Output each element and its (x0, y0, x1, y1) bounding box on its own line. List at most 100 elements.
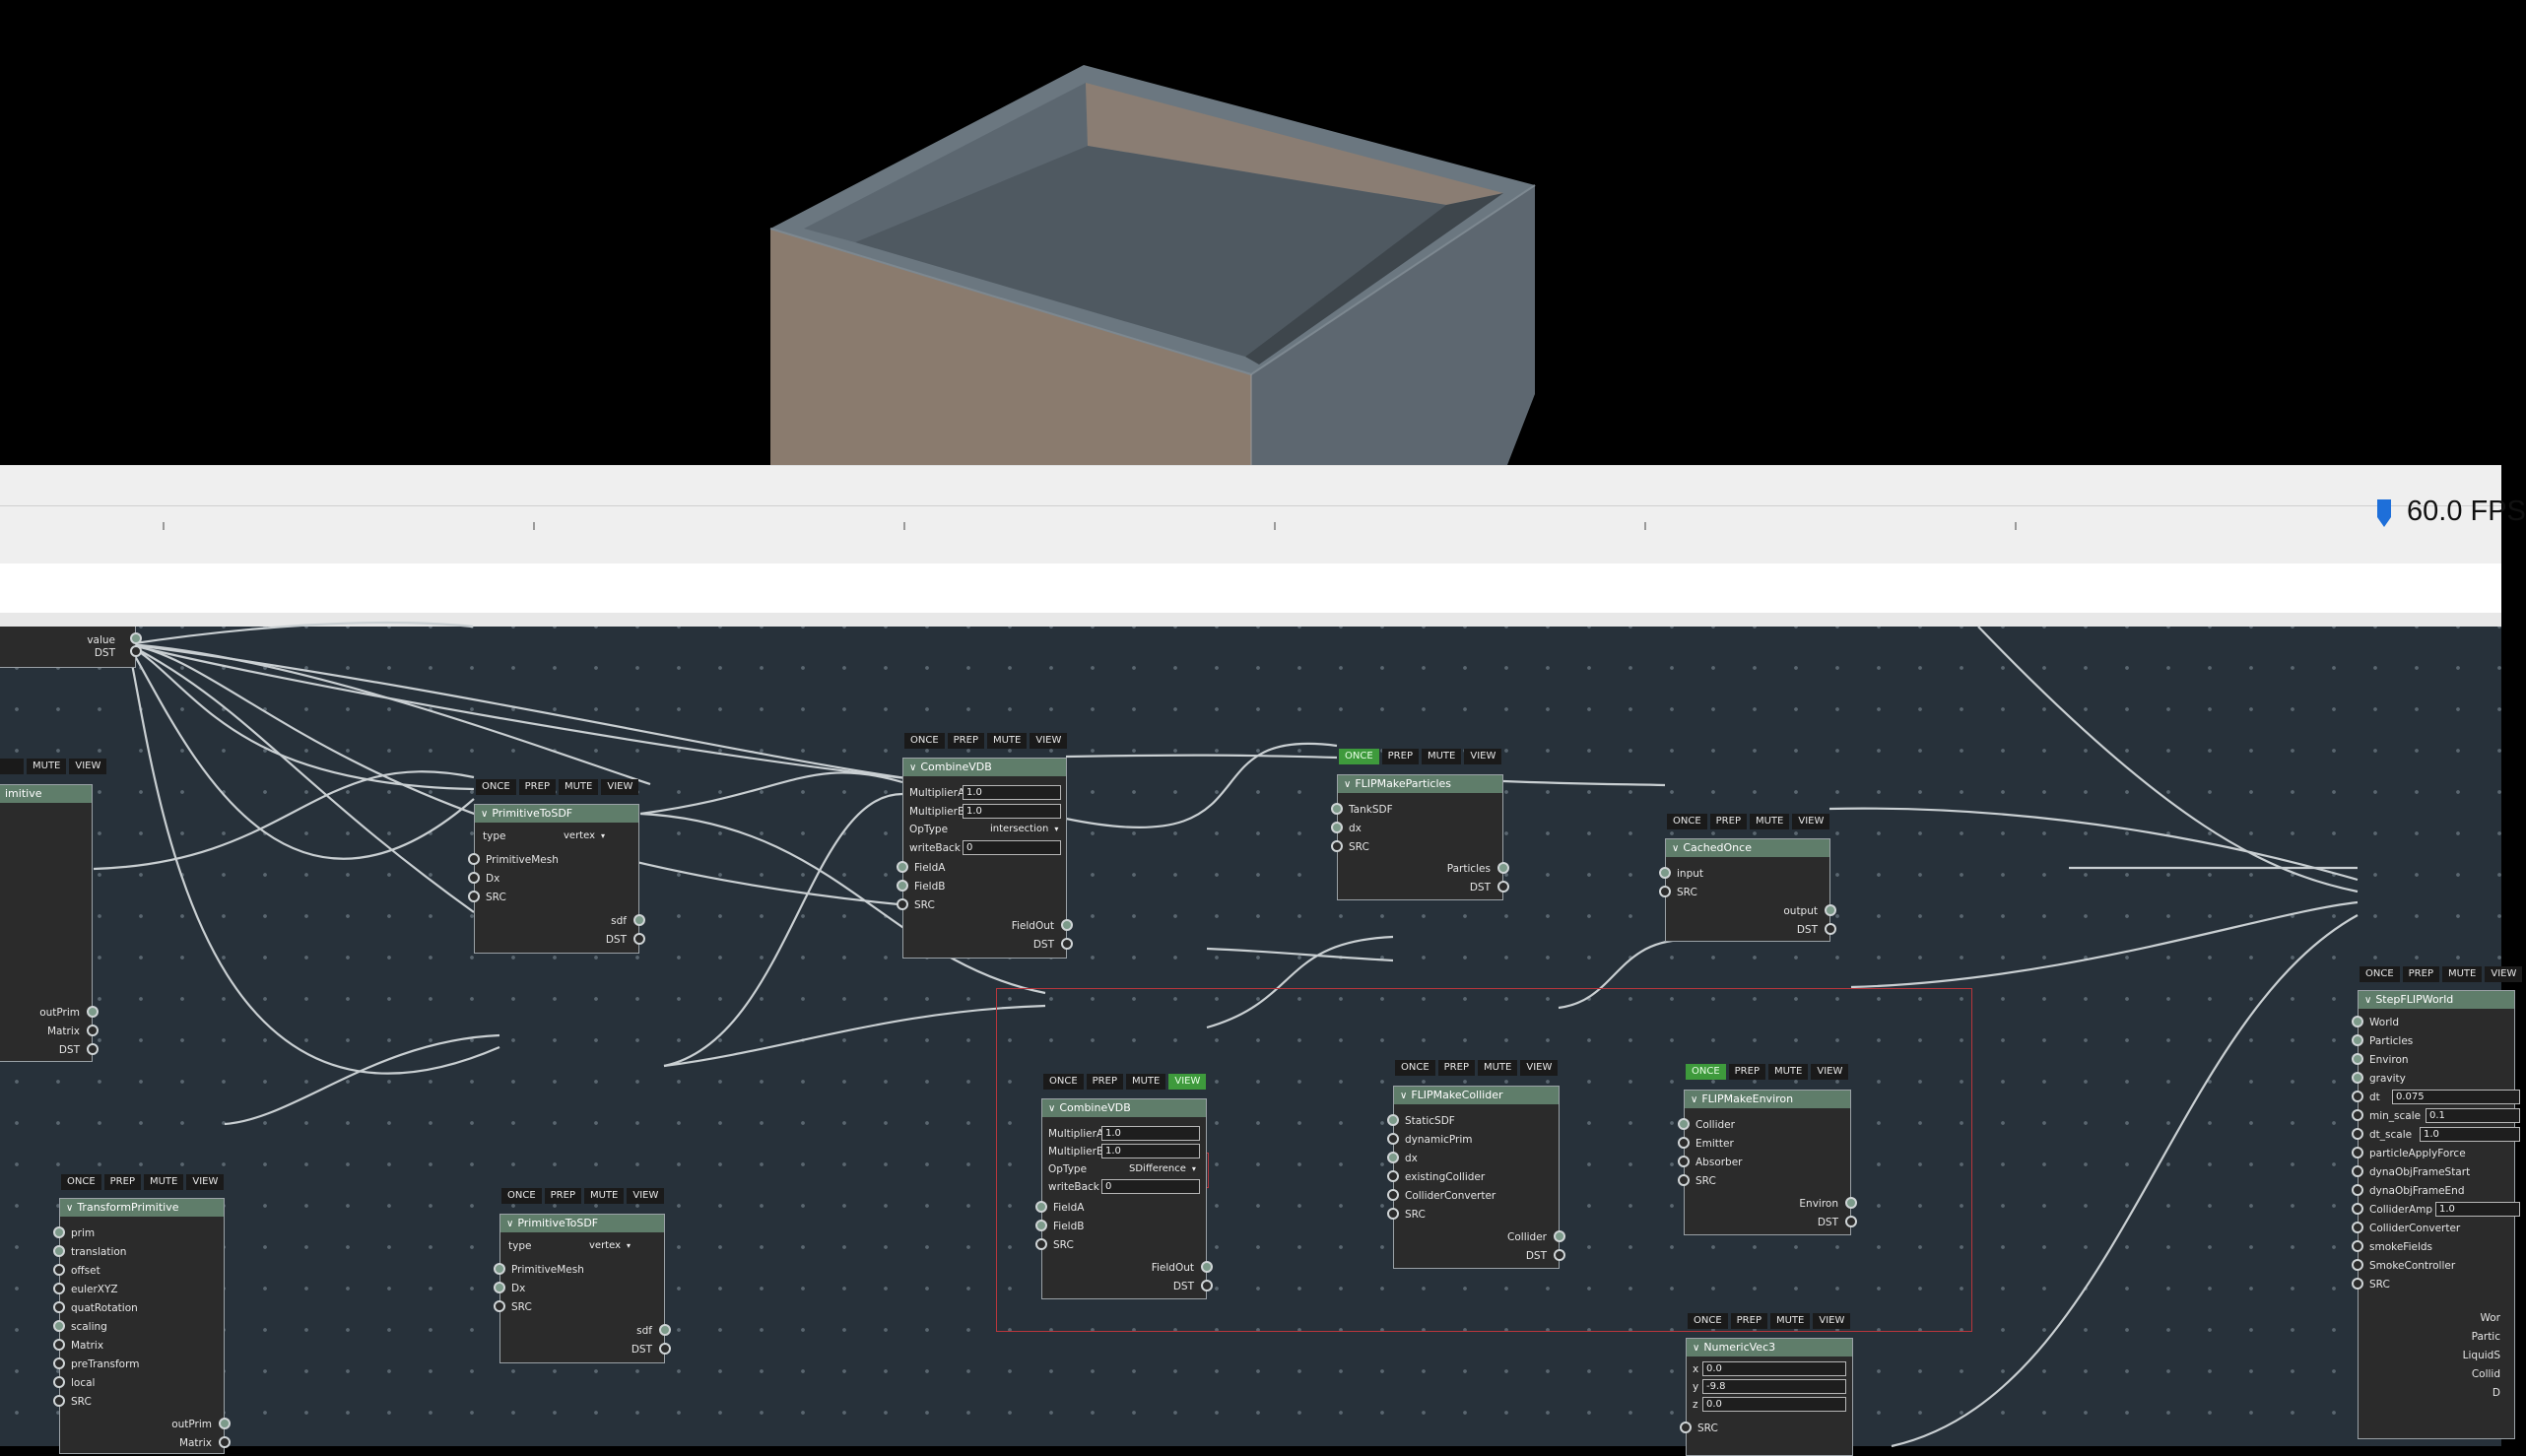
input-socket-src[interactable] (2352, 1278, 2363, 1290)
once-button[interactable]: ONCE (1043, 1074, 1084, 1090)
view-button[interactable]: VIEW (186, 1174, 225, 1190)
view-button[interactable]: VIEW (1520, 1060, 1559, 1076)
node-make-value[interactable]: value DST (0, 627, 142, 668)
input-socket-offset[interactable] (53, 1264, 65, 1276)
collapse-chevron-icon[interactable]: ∨ (909, 762, 917, 773)
once-button[interactable]: ONCE (1395, 1060, 1435, 1076)
dt-scale-input[interactable]: 1.0 (2420, 1127, 2520, 1142)
input-socket-eulerxyz[interactable] (53, 1283, 65, 1294)
input-socket-src[interactable] (53, 1395, 65, 1407)
once-button[interactable]: ONCE (1339, 749, 1379, 764)
view-button[interactable]: VIEW (1792, 814, 1830, 829)
node-primitive-to-sdf-1[interactable]: ∨PrimitiveToSDF type vertex▾ PrimitiveMe… (468, 804, 645, 954)
node-transform-primitive[interactable]: ∨TransformPrimitive prim translation off… (53, 1198, 231, 1454)
input-socket-field-b[interactable] (897, 880, 908, 892)
input-socket-src[interactable] (1387, 1208, 1399, 1220)
input-socket-scaling[interactable] (53, 1320, 65, 1332)
output-socket-fieldout[interactable] (1061, 919, 1073, 931)
input-socket-src[interactable] (1331, 840, 1343, 852)
3d-viewport[interactable] (0, 0, 2501, 465)
input-socket-field-a[interactable] (897, 861, 908, 873)
input-socket-src[interactable] (1035, 1238, 1047, 1250)
input-socket-mesh[interactable] (468, 853, 480, 865)
once-button[interactable]: ONCE (476, 779, 516, 795)
mute-button[interactable]: MUTE (143, 1174, 184, 1190)
vec3-z-input[interactable]: 0.0 (1702, 1397, 1846, 1412)
prep-button[interactable]: PREP (1728, 1064, 1765, 1080)
optype-dropdown[interactable]: SDifference▾ (1129, 1163, 1196, 1174)
once-button[interactable]: ONCE (1686, 1064, 1726, 1080)
type-dropdown[interactable]: vertex▾ (589, 1240, 632, 1251)
dt-input[interactable]: 0.075 (2392, 1090, 2520, 1104)
output-socket-dst[interactable] (1554, 1249, 1565, 1261)
view-button[interactable]: VIEW (601, 779, 639, 795)
view-button[interactable]: VIEW (1813, 1313, 1851, 1329)
node-combine-vdb-2[interactable]: ∨CombineVDB MultiplierA 1.0 MultiplierB … (1035, 1098, 1213, 1299)
vec3-y-input[interactable]: -9.8 (1702, 1379, 1846, 1394)
input-socket-dt[interactable] (2352, 1091, 2363, 1102)
min-scale-input[interactable]: 0.1 (2426, 1108, 2520, 1123)
node-combine-vdb-1[interactable]: ∨CombineVDB MultiplierA 1.0 MultiplierB … (897, 758, 1073, 959)
output-socket-dst[interactable] (659, 1343, 671, 1355)
timeline-bar[interactable]: 60.0 FPS (0, 465, 2526, 564)
input-socket-tanksdf[interactable] (1331, 803, 1343, 815)
input-socket-field-b[interactable] (1035, 1220, 1047, 1231)
prep-button[interactable]: PREP (1381, 749, 1419, 764)
type-dropdown[interactable]: vertex▾ (564, 830, 606, 841)
node-graph-editor[interactable]: value DST MUTE VIEW imitive outPrim Matr… (0, 613, 2523, 1456)
optype-dropdown[interactable]: intersection▾ (990, 824, 1059, 834)
input-socket-src[interactable] (1678, 1174, 1690, 1186)
collider-amp-input[interactable]: 1.0 (2435, 1202, 2520, 1217)
input-socket-absorber[interactable] (1678, 1156, 1690, 1167)
mute-button[interactable]: MUTE (1767, 1064, 1809, 1080)
input-socket-collideramp[interactable] (2352, 1203, 2363, 1215)
mute-button[interactable]: MUTE (27, 759, 67, 774)
once-button[interactable]: ONCE (61, 1174, 101, 1190)
output-socket-dst[interactable] (633, 933, 645, 945)
view-button[interactable]: VIEW (1168, 1074, 1207, 1090)
input-socket-emitter[interactable] (1678, 1137, 1690, 1149)
view-button[interactable]: VIEW (1464, 749, 1502, 764)
once-button[interactable]: ONCE (1688, 1313, 1728, 1329)
collapse-chevron-icon[interactable]: ∨ (1672, 843, 1680, 854)
multiplier-a-input[interactable]: 1.0 (963, 785, 1061, 800)
input-socket-existingcollider[interactable] (1387, 1170, 1399, 1182)
output-socket-sdf[interactable] (633, 914, 645, 926)
output-socket-matrix[interactable] (87, 1025, 99, 1036)
output-socket-dst[interactable] (1201, 1280, 1213, 1291)
view-button[interactable]: VIEW (2485, 966, 2523, 982)
output-socket-fieldout[interactable] (1201, 1261, 1213, 1273)
prep-button[interactable]: PREP (518, 779, 556, 795)
input-socket-gravity[interactable] (2352, 1072, 2363, 1084)
prep-button[interactable]: PREP (1086, 1074, 1123, 1090)
once-button[interactable]: ONCE (1667, 814, 1707, 829)
input-socket-src[interactable] (494, 1300, 505, 1312)
node-step-flip-world[interactable]: ∨StepFLIPWorld World Particles Environ g… (2352, 990, 2520, 1439)
input-socket-matrix[interactable] (53, 1339, 65, 1351)
collapse-chevron-icon[interactable]: ∨ (1693, 1343, 1700, 1354)
mute-button[interactable]: MUTE (558, 779, 599, 795)
prep-button[interactable]: PREP (544, 1188, 581, 1204)
output-socket-dst[interactable] (1061, 938, 1073, 950)
collapse-chevron-icon[interactable]: ∨ (1048, 1103, 1056, 1114)
view-button[interactable]: VIEW (627, 1188, 665, 1204)
input-socket-colliderconverter[interactable] (2352, 1222, 2363, 1233)
prep-button[interactable]: PREP (2402, 966, 2439, 982)
writeback-input[interactable]: 0 (963, 840, 1061, 855)
output-socket-dst[interactable] (87, 1043, 99, 1055)
output-socket-dst[interactable] (130, 645, 142, 657)
view-button[interactable]: VIEW (69, 759, 107, 774)
prep-button[interactable]: PREP (103, 1174, 141, 1190)
mute-button[interactable]: MUTE (1477, 1060, 1518, 1076)
writeback-input[interactable]: 0 (1101, 1179, 1200, 1194)
input-socket-pretransform[interactable] (53, 1357, 65, 1369)
input-socket-src[interactable] (1659, 886, 1671, 897)
node-primitive-to-sdf-2[interactable]: ∨PrimitiveToSDF type vertex▾ PrimitiveMe… (494, 1214, 671, 1363)
collapse-chevron-icon[interactable]: ∨ (1691, 1094, 1698, 1105)
output-socket-value[interactable] (130, 632, 142, 644)
input-socket-particleapplyforce[interactable] (2352, 1147, 2363, 1158)
mute-button[interactable]: MUTE (1769, 1313, 1811, 1329)
input-socket-collider[interactable] (1678, 1118, 1690, 1130)
collapse-chevron-icon[interactable]: ∨ (1400, 1091, 1408, 1101)
output-socket-dst[interactable] (1825, 923, 1836, 935)
